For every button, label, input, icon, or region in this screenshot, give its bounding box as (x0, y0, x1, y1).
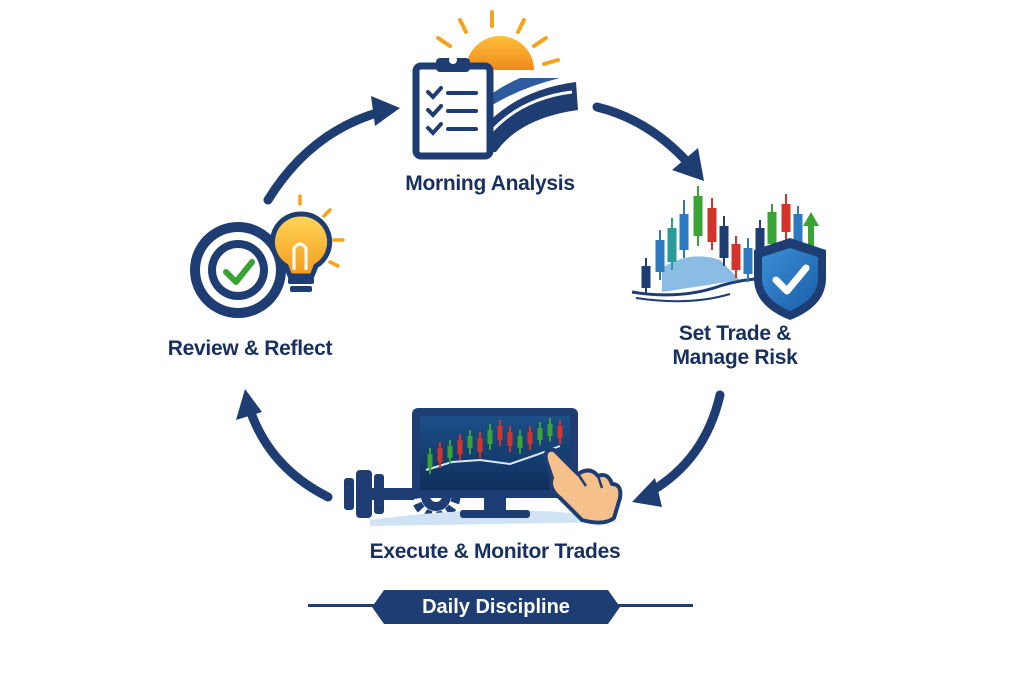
monitor-chart-icon (370, 408, 620, 526)
arrow-settrade-to-execute (632, 390, 725, 507)
dumbbell-icon (344, 470, 414, 518)
shield-check-icon (754, 238, 826, 320)
step-morning-analysis-label: Morning Analysis (405, 172, 575, 195)
step-execute-monitor-label: Execute & Monitor Trades (369, 540, 621, 563)
arrow-execute-to-review (236, 389, 333, 502)
banner-text: Daily Discipline (422, 596, 570, 618)
sun-icon (436, 10, 560, 70)
banner-line-left (308, 604, 386, 607)
step-set-trade-line1: Set Trade & (678, 322, 792, 345)
up-arrow-icon (803, 212, 819, 246)
clipboard-checklist-icon (412, 56, 494, 160)
arrow-review-to-morning (263, 96, 400, 205)
banner-line-right (605, 604, 693, 607)
pointing-hand-icon (539, 441, 623, 525)
target-check-icon (190, 222, 286, 318)
step-set-trade-line2: Manage Risk (672, 346, 798, 369)
candlestick-chart-icon (631, 186, 803, 303)
arrow-morning-to-settrade (592, 102, 704, 181)
lightbulb-icon (269, 194, 345, 292)
daily-discipline-banner: Daily Discipline (372, 590, 620, 624)
step-review-reflect-label: Review & Reflect (167, 337, 333, 360)
step-set-trade-label: Set Trade & Manage Risk (640, 322, 830, 370)
